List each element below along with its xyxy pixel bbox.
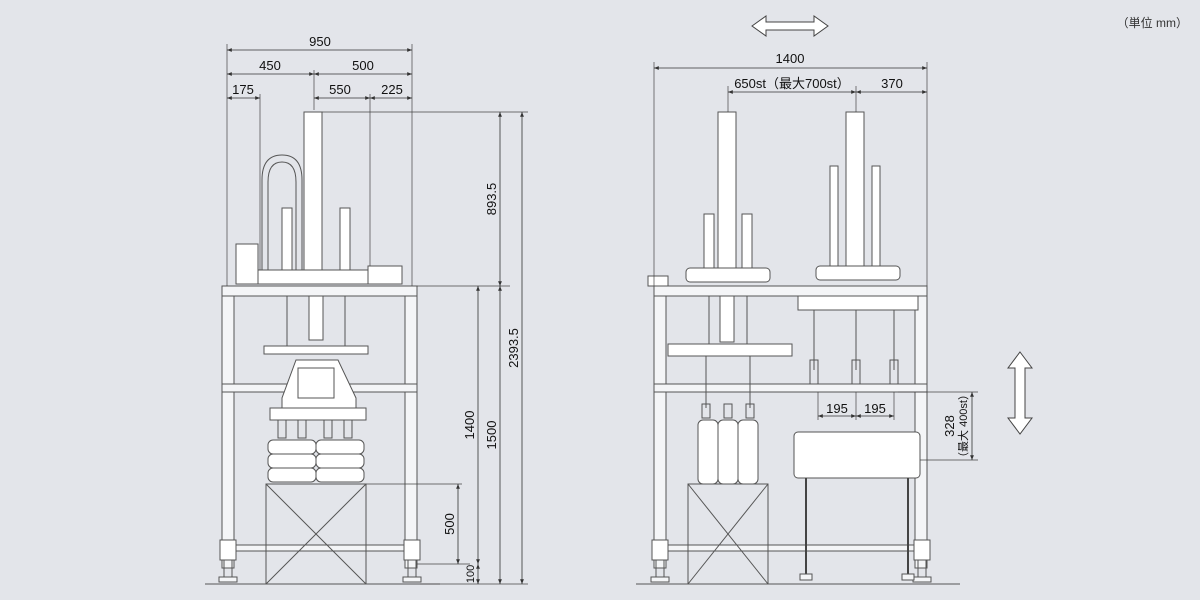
right-suction-cup [723,403,733,419]
left-control-box [235,243,259,285]
right-bag [697,419,719,485]
right-bottom-crossbar [653,544,928,552]
dim-650st-label: 650st（最大700st） [734,76,850,91]
left-caster-left [219,539,237,561]
right-robot-base-a [685,267,771,283]
left-bag [315,439,365,455]
left-bag [267,467,317,483]
left-suction-plate [269,407,367,421]
right-robot-column-a [717,111,737,273]
left-bag [315,453,365,469]
right-cylinder-a1 [703,213,715,269]
right-gripper-bar-a [667,343,793,357]
right-pad-b3 [889,359,899,385]
left-cable-loop-inner [267,161,297,272]
left-cylinder-2 [339,207,351,271]
right-conveyor-foot-left [799,573,813,581]
right-cylinder-b2 [871,165,881,267]
dim-950-label: 950 [309,34,331,49]
double-arrow-horizontal-icon [751,15,829,37]
right-foot-pad-right [912,576,932,583]
dim-450-label: 450 [259,58,281,73]
left-foot-pad-right [402,576,422,583]
dim-893-5-label: 893.5 [484,183,499,216]
dim-1400-width-label: 1400 [776,51,805,66]
right-gripper-bar-b [797,295,919,311]
dim-370-label: 370 [881,76,903,91]
left-bag [267,453,317,469]
dim-175-label: 175 [232,82,254,97]
left-gripper-head [281,359,357,409]
left-center-shaft [308,295,324,341]
left-side-unit [367,265,403,285]
right-robot-column-b [845,111,865,273]
right-caster-left [651,539,669,561]
right-view: 1400 650st（最大700st） 370 195 195 328 （最大 … [636,51,978,585]
right-cylinder-a2 [741,213,753,269]
right-top-plate [653,285,928,297]
right-bag [717,419,739,485]
left-suction-cup [297,419,307,439]
right-frame-leg-left [653,285,667,569]
left-frame-leg-right [404,285,418,569]
right-suction-cup [745,403,755,419]
double-arrow-vertical-icon [1007,351,1033,435]
left-foot-pad-left [218,576,238,583]
right-conveyor-table [793,431,921,479]
right-center-shaft-a [719,295,735,343]
dim-500-top-label: 500 [352,58,374,73]
left-suction-cup [323,419,333,439]
right-middle-crossbar [653,383,928,393]
dim-328-label: 328 [942,415,957,437]
left-suction-cup [277,419,287,439]
dim-100-label: 100 [465,565,477,583]
unit-note: （単位 mm） [1116,16,1188,30]
dim-500-vertical-label: 500 [442,513,457,535]
right-pallet-diag-2 [687,483,769,585]
dim-1400-label: 1400 [462,411,477,440]
dim-1500-label: 1500 [484,421,499,450]
left-bag [267,439,317,455]
left-gripper-bar [263,345,369,355]
right-conveyor-foot-right [901,573,915,581]
right-foot-pad-left [650,576,670,583]
right-suction-cup [701,403,711,419]
left-cable-loop-outer [261,154,303,272]
dim-328-sub-label: （最大 400st） [956,389,970,463]
left-bottom-crossbar [221,544,418,552]
left-cylinder-1 [281,207,293,271]
left-robot-column [303,111,323,285]
left-suction-cups [277,419,353,439]
left-top-plate [221,285,418,297]
dim-225-label: 225 [381,82,403,97]
left-robot-base [257,269,369,285]
right-small-box [647,275,669,287]
dim-195-b-label: 195 [864,401,886,416]
left-pallet [265,483,367,585]
right-bag-stack [697,419,759,485]
left-frame-leg-left [221,285,235,569]
right-bag [737,419,759,485]
right-pallet [687,483,769,585]
left-pallet-diag-2 [265,483,367,585]
dim-195-a-label: 195 [826,401,848,416]
right-pad-b2 [851,359,861,385]
right-caster-right [913,539,931,561]
dim-550-label: 550 [329,82,351,97]
right-pad-b1 [809,359,819,385]
left-suction-cup [343,419,353,439]
left-view: 950 450 500 175 550 225 893.5 2393.5 140… [205,34,528,585]
left-bag [315,467,365,483]
right-cylinder-b1 [829,165,839,267]
right-robot-base-b [815,265,901,281]
left-caster-right [403,539,421,561]
dim-2393-5-label: 2393.5 [506,328,521,368]
right-suction-cups-a [701,403,755,419]
left-gripper-window [297,367,335,399]
left-bag-stack [267,439,365,483]
right-frame-leg-right [914,285,928,569]
